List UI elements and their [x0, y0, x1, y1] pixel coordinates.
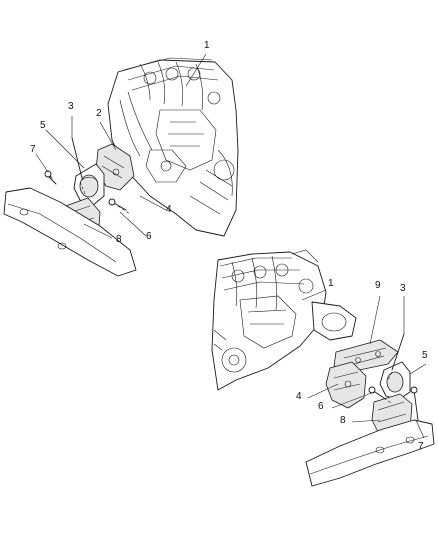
upper-frame-rail	[3, 187, 137, 277]
callout-upper-4: 4	[166, 204, 172, 215]
lower-engine-block	[211, 249, 357, 391]
upper-fasteners	[44, 137, 131, 215]
upper-stud-bolt	[71, 137, 83, 179]
lower-long-bolt	[413, 389, 419, 421]
lower-mount-insulator	[379, 361, 411, 401]
callout-upper-8: 8	[116, 234, 122, 245]
lower-stud-bolt	[391, 333, 405, 371]
callout-upper-1: 1	[204, 40, 210, 51]
callout-lower-4: 4	[296, 391, 302, 402]
callout-lower-9: 9	[375, 280, 381, 291]
callout-upper-6: 6	[146, 231, 152, 242]
callout-lower-5: 5	[422, 350, 428, 361]
callout-upper-7: 7	[30, 144, 36, 155]
callout-lower-1: 1	[328, 278, 334, 289]
lower-leader-lines	[301, 289, 427, 439]
callout-lower-6: 6	[318, 401, 324, 412]
callout-upper-3: 3	[68, 101, 74, 112]
upper-leader-lines	[35, 53, 207, 239]
callout-lower-8: 8	[340, 415, 346, 426]
upper-engine-block	[107, 57, 239, 237]
callout-lower-3: 3	[400, 283, 406, 294]
upper-engine-bracket	[95, 143, 135, 191]
lower-frame-rail	[305, 419, 435, 487]
lower-engine-bracket	[325, 361, 367, 409]
callout-lower-7: 7	[418, 441, 424, 452]
callout-upper-5: 5	[40, 120, 46, 131]
callout-upper-2: 2	[96, 108, 102, 119]
